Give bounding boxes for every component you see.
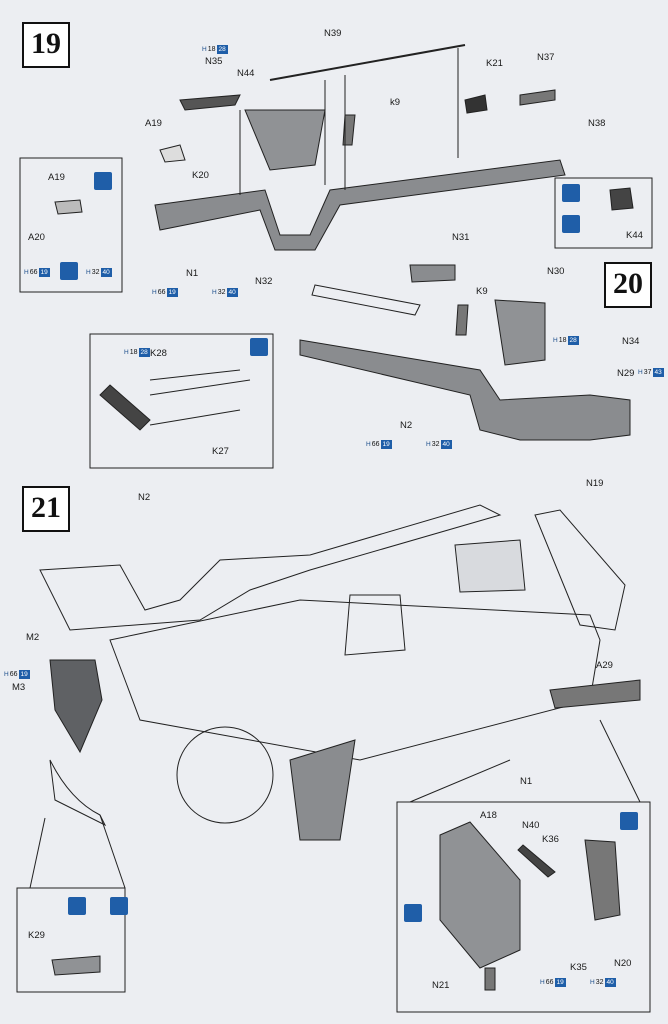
part-label: N38 [588, 118, 606, 129]
part-label: N35 [205, 56, 223, 67]
part-label: N39 [324, 28, 342, 39]
part-label: N31 [452, 232, 470, 243]
step-number-21: 21 [22, 486, 70, 532]
part-label: N1 [186, 268, 199, 279]
part-label: N29 [617, 368, 635, 379]
part-label: N40 [522, 820, 540, 831]
part-label: K9 [476, 286, 488, 297]
part-label: K36 [542, 834, 559, 845]
part-label: A29 [596, 660, 613, 671]
step-number-20: 20 [604, 262, 652, 308]
part-label: K21 [486, 58, 503, 69]
part-label: A20 [28, 232, 45, 243]
part-label: N21 [432, 980, 450, 991]
part-label: N44 [237, 68, 255, 79]
part-label: N32 [255, 276, 273, 287]
cement-icon [68, 897, 86, 915]
drill-icon [60, 262, 78, 280]
part-label: A19 [145, 118, 162, 129]
glue-icon [110, 897, 128, 915]
part-label: K44 [626, 230, 643, 241]
part-label: N1 [520, 776, 533, 787]
part-label: K27 [212, 446, 229, 457]
part-label: A18 [480, 810, 497, 821]
part-label: N2 [138, 492, 151, 503]
paint-brush-icon [562, 215, 580, 233]
glue-icon [94, 172, 112, 190]
part-label: K29 [28, 930, 45, 941]
glue-icon [620, 812, 638, 830]
cement-icon [404, 904, 422, 922]
step-number-19: 19 [22, 22, 70, 68]
glue-icon [562, 184, 580, 202]
part-label: N30 [547, 266, 565, 277]
part-label: N37 [537, 52, 555, 63]
part-label: N20 [614, 958, 632, 969]
part-label: N34 [622, 336, 640, 347]
part-label: M2 [26, 632, 40, 643]
part-label: A19 [48, 172, 65, 183]
part-label: K28 [150, 348, 167, 359]
part-label: k9 [390, 97, 401, 108]
part-label: N19 [586, 478, 604, 489]
part-label: K35 [570, 962, 587, 973]
part-label: N2 [400, 420, 413, 431]
part-label: K20 [192, 170, 209, 181]
glue-icon [250, 338, 268, 356]
part-label: M3 [12, 682, 26, 693]
